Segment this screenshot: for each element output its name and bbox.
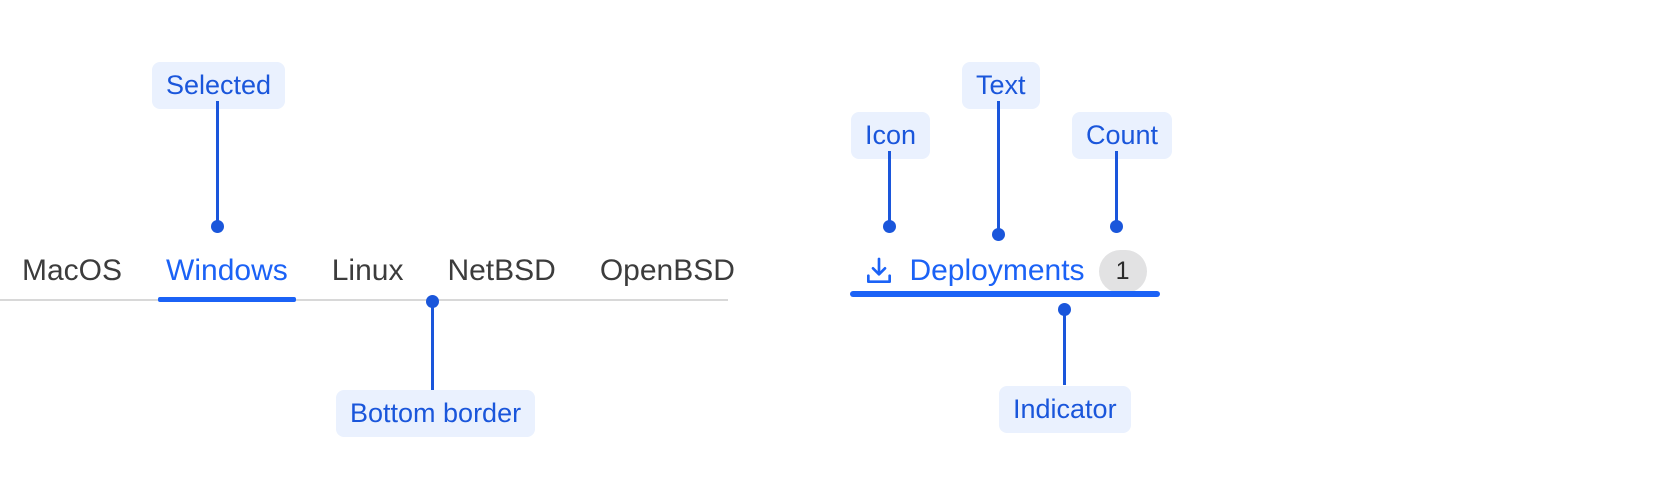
annotation-leader-indicator bbox=[1063, 310, 1066, 385]
tab-macos-label: MacOS bbox=[22, 254, 123, 287]
annotation-leader-selected bbox=[216, 101, 219, 226]
tab-deployments-count-badge: 1 bbox=[1098, 249, 1147, 293]
annotation-dot-selected bbox=[211, 220, 224, 233]
tab-windows[interactable]: Windows bbox=[144, 243, 310, 302]
tab-strip-os: MacOS Windows Linux NetBSD OpenBSD bbox=[0, 243, 735, 302]
annotation-label-indicator: Indicator bbox=[999, 386, 1131, 433]
tab-macos[interactable]: MacOS bbox=[0, 243, 144, 299]
annotation-label-icon: Icon bbox=[851, 112, 931, 159]
annotation-dot-icon bbox=[883, 220, 896, 233]
tab-deployments-indicator bbox=[850, 291, 1160, 297]
annotation-leader-bottom-border bbox=[431, 303, 434, 391]
tab-windows-label: Windows bbox=[166, 254, 288, 287]
tab-netbsd[interactable]: NetBSD bbox=[425, 243, 577, 299]
annotation-dot-bottom-border bbox=[426, 295, 439, 308]
annotation-dot-indicator bbox=[1058, 303, 1071, 316]
tab-deployments-label: Deployments bbox=[909, 254, 1085, 287]
annotation-leader-count bbox=[1115, 151, 1118, 226]
tab-deployments[interactable]: Deployments 1 bbox=[850, 243, 1160, 299]
tab-openbsd[interactable]: OpenBSD bbox=[578, 243, 757, 299]
annotation-label-text: Text bbox=[962, 62, 1040, 109]
annotation-label-count: Count bbox=[1072, 112, 1173, 159]
tab-windows-underline bbox=[158, 297, 296, 302]
tab-linux-label: Linux bbox=[331, 254, 404, 287]
annotation-dot-count bbox=[1110, 220, 1123, 233]
tab-netbsd-label: NetBSD bbox=[447, 254, 556, 287]
annotation-leader-icon bbox=[888, 151, 891, 226]
tab-linux[interactable]: Linux bbox=[310, 243, 426, 299]
tab-openbsd-label: OpenBSD bbox=[599, 254, 735, 287]
download-tray-icon bbox=[867, 257, 892, 283]
annotation-label-bottom-border: Bottom border bbox=[336, 390, 536, 437]
annotation-dot-text bbox=[992, 228, 1005, 241]
annotation-leader-text bbox=[997, 101, 1000, 234]
